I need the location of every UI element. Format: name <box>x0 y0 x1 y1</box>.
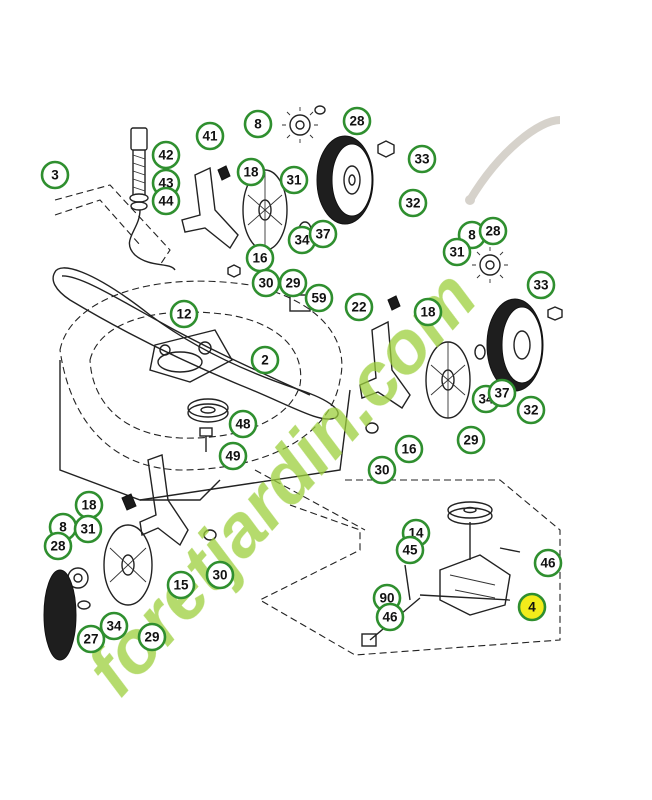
svg-text:33: 33 <box>533 278 549 293</box>
callout-48[interactable]: 48 <box>228 409 258 439</box>
svg-text:34: 34 <box>294 233 310 248</box>
svg-text:43: 43 <box>158 176 174 191</box>
callout-29-right[interactable]: 29 <box>456 425 486 455</box>
svg-text:45: 45 <box>402 543 418 558</box>
callout-44[interactable]: 44 <box>151 186 181 216</box>
svg-text:12: 12 <box>176 307 191 322</box>
callout-16-right[interactable]: 16 <box>394 434 424 464</box>
svg-text:8: 8 <box>254 117 262 132</box>
svg-text:49: 49 <box>225 449 240 464</box>
callout-28-lower[interactable]: 28 <box>43 531 73 561</box>
callout-31[interactable]: 31 <box>279 165 309 195</box>
svg-text:90: 90 <box>379 591 394 606</box>
svg-text:41: 41 <box>202 129 218 144</box>
callout-32-right[interactable]: 32 <box>516 395 546 425</box>
callout-34-lower[interactable]: 34 <box>99 611 129 641</box>
svg-text:28: 28 <box>50 539 66 554</box>
svg-text:34: 34 <box>106 619 122 634</box>
svg-text:42: 42 <box>158 148 173 163</box>
svg-text:8: 8 <box>468 228 476 243</box>
svg-text:15: 15 <box>173 578 189 593</box>
svg-text:22: 22 <box>351 300 366 315</box>
callout-42[interactable]: 42 <box>151 140 181 170</box>
svg-text:3: 3 <box>51 168 59 183</box>
callout-49[interactable]: 49 <box>218 441 248 471</box>
callout-22[interactable]: 22 <box>344 292 374 322</box>
callout-3[interactable]: 3 <box>40 160 70 190</box>
callout-37-right[interactable]: 37 <box>487 378 517 408</box>
callout-31-lower[interactable]: 31 <box>73 514 103 544</box>
callout-4-highlighted[interactable]: 4 <box>517 592 547 622</box>
svg-text:30: 30 <box>374 463 389 478</box>
svg-text:28: 28 <box>485 224 501 239</box>
svg-text:18: 18 <box>420 305 436 320</box>
svg-text:18: 18 <box>243 165 259 180</box>
callout-32[interactable]: 32 <box>398 188 428 218</box>
svg-text:30: 30 <box>212 568 227 583</box>
svg-text:31: 31 <box>286 173 302 188</box>
svg-text:37: 37 <box>315 227 330 242</box>
callout-46[interactable]: 46 <box>533 548 563 578</box>
callout-18[interactable]: 18 <box>236 157 266 187</box>
svg-text:31: 31 <box>449 245 465 260</box>
svg-text:46: 46 <box>540 556 556 571</box>
svg-text:29: 29 <box>285 276 300 291</box>
callout-41[interactable]: 41 <box>195 121 225 151</box>
callout-12[interactable]: 12 <box>169 299 199 329</box>
svg-text:18: 18 <box>81 498 97 513</box>
callout-30[interactable]: 30 <box>251 268 281 298</box>
callout-16[interactable]: 16 <box>245 243 275 273</box>
callout-33-right[interactable]: 33 <box>526 270 556 300</box>
callout-45[interactable]: 45 <box>395 535 425 565</box>
callout-46-lower[interactable]: 46 <box>375 602 405 632</box>
svg-text:44: 44 <box>158 194 174 209</box>
svg-text:32: 32 <box>523 403 538 418</box>
callouts: 3 8 28 41 42 43 44 18 31 33 32 34 37 16 … <box>40 106 563 654</box>
callout-29[interactable]: 29 <box>278 268 308 298</box>
svg-text:32: 32 <box>405 196 420 211</box>
callout-31-right[interactable]: 31 <box>442 237 472 267</box>
svg-text:37: 37 <box>494 386 509 401</box>
svg-text:4: 4 <box>528 600 536 615</box>
line-art <box>43 105 563 661</box>
svg-text:16: 16 <box>252 251 268 266</box>
svg-text:2: 2 <box>261 353 269 368</box>
svg-text:16: 16 <box>401 442 417 457</box>
callout-37[interactable]: 37 <box>308 219 338 249</box>
svg-text:28: 28 <box>349 114 365 129</box>
callout-28-right[interactable]: 28 <box>478 216 508 246</box>
callout-2[interactable]: 2 <box>250 345 280 375</box>
callout-18-right[interactable]: 18 <box>413 297 443 327</box>
svg-text:33: 33 <box>414 152 430 167</box>
svg-text:59: 59 <box>311 291 326 306</box>
svg-text:27: 27 <box>83 632 98 647</box>
svg-text:30: 30 <box>258 276 273 291</box>
svg-text:29: 29 <box>144 630 159 645</box>
callout-28[interactable]: 28 <box>342 106 372 136</box>
callout-27[interactable]: 27 <box>76 624 106 654</box>
svg-text:48: 48 <box>235 417 251 432</box>
svg-text:8: 8 <box>59 520 67 535</box>
callout-15[interactable]: 15 <box>166 570 196 600</box>
callout-8[interactable]: 8 <box>243 109 273 139</box>
svg-text:31: 31 <box>80 522 96 537</box>
svg-text:46: 46 <box>382 610 398 625</box>
svg-text:29: 29 <box>463 433 478 448</box>
callout-29-lower[interactable]: 29 <box>137 622 167 652</box>
callout-30-lower[interactable]: 30 <box>205 560 235 590</box>
callout-59[interactable]: 59 <box>304 283 334 313</box>
callout-18-lower[interactable]: 18 <box>74 490 104 520</box>
callout-33[interactable]: 33 <box>407 144 437 174</box>
callout-34[interactable]: 34 <box>287 225 317 255</box>
callout-30-right[interactable]: 30 <box>367 455 397 485</box>
